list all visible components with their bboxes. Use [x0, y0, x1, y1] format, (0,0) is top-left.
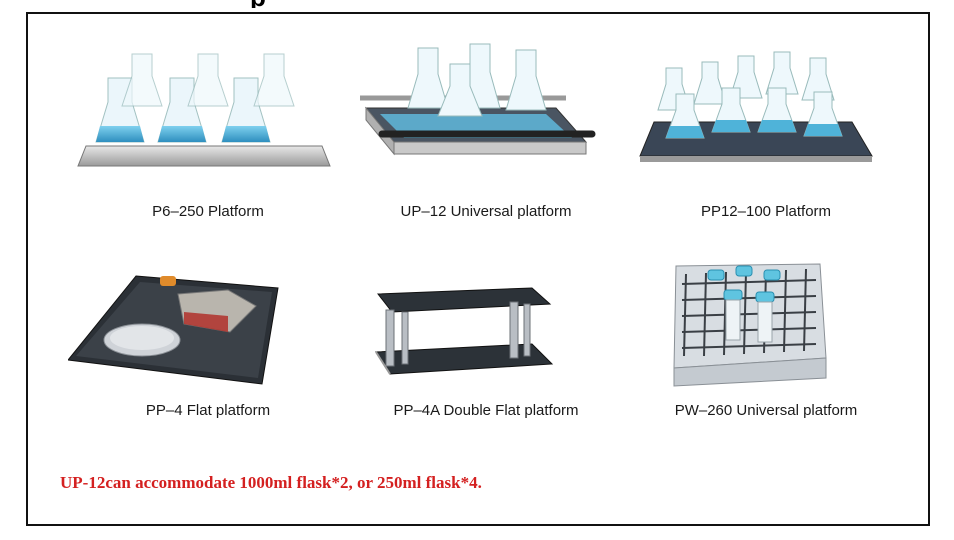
platform-up-12: UP–12 Universal platform: [346, 38, 626, 238]
capacity-note: UP-12can accommodate 1000ml flask*2, or …: [60, 473, 482, 492]
platform-pp-4a: PP–4A Double Flat platform: [346, 260, 626, 460]
pp-4a-image: [375, 287, 554, 375]
platform-pp12-100: PP12–100 Platform: [626, 38, 906, 238]
page-heading-fragment: p: [250, 0, 280, 8]
platform-caption: PP–4A Double Flat platform: [393, 402, 579, 419]
platform-pw-260: PW–260 Universal platform: [626, 260, 906, 460]
platform-pp-4: PP–4 Flat platform: [68, 260, 348, 460]
up-12-image: [360, 43, 596, 156]
platform-caption: PP–4 Flat platform: [145, 402, 271, 419]
platform-caption: UP–12 Universal platform: [400, 203, 572, 220]
platform-caption: P6–250 Platform: [152, 203, 264, 220]
platform-caption: PW–260 Universal platform: [674, 402, 858, 419]
pw-260-image: [673, 263, 827, 387]
platform-p6-250: P6–250 Platform: [68, 38, 348, 238]
pp12-100-image: [639, 51, 873, 162]
product-sheet: P6–250 Platform UP–12 Universal platform: [26, 12, 930, 526]
pp-4-image: [68, 275, 279, 385]
platform-caption: PP12–100 Platform: [700, 203, 832, 220]
p6-250-image: [77, 53, 331, 167]
